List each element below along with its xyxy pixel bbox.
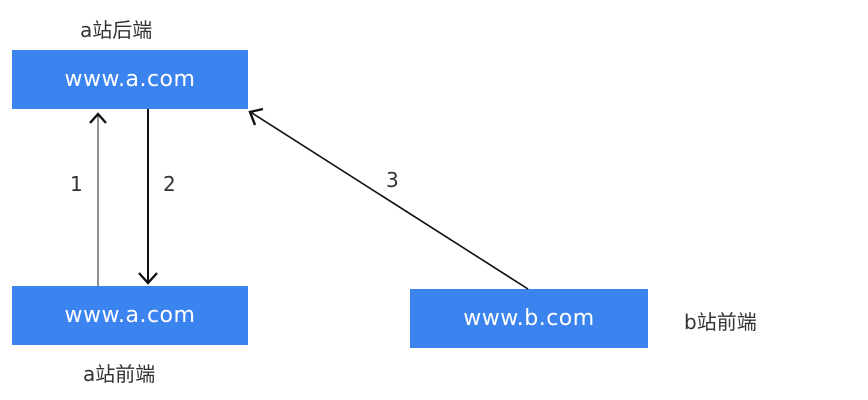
edge-3-label: 3 [386, 168, 399, 192]
edge-2-arrowhead [138, 272, 158, 285]
edge-3-arrowhead [248, 107, 264, 126]
edge-2-arrow [138, 109, 158, 285]
edge-3-line [251, 112, 529, 290]
caption-a-backend: a站后端 [80, 18, 153, 42]
node-b-frontend-label: www.b.com [463, 306, 595, 331]
caption-b-frontend: b站前端 [684, 310, 757, 334]
edge-2-label: 2 [163, 172, 176, 196]
edge-1-arrowhead [89, 112, 107, 124]
node-a-backend: www.a.com [12, 50, 248, 109]
edge-1-arrow [89, 112, 107, 286]
node-a-frontend: www.a.com [12, 286, 248, 345]
edge-3-arrow [248, 107, 529, 290]
node-a-backend-label: www.a.com [64, 67, 196, 92]
node-b-frontend: www.b.com [410, 289, 648, 348]
edge-1-label: 1 [70, 172, 83, 196]
node-a-frontend-label: www.a.com [64, 303, 196, 328]
caption-a-frontend: a站前端 [83, 362, 156, 386]
